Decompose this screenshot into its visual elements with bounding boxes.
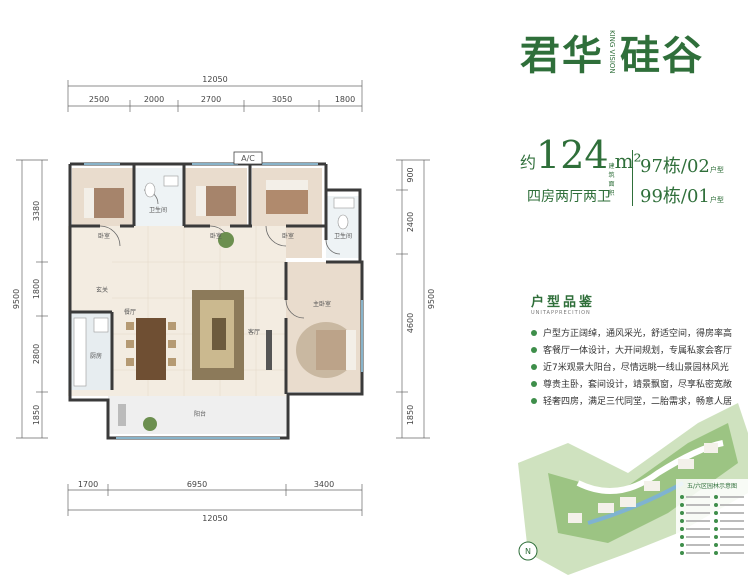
bullet-dot-icon <box>531 397 537 404</box>
unit-layout: 四房两厅两卫 <box>527 189 611 205</box>
area-value: 124 <box>536 133 609 177</box>
right-dimensions <box>396 159 430 439</box>
map-legend-title: 五/六区园林示意图 <box>687 482 737 490</box>
right-dim-3: 4600 <box>406 313 415 333</box>
area-prefix: 约 <box>520 153 537 172</box>
logo-left-text: 君华 <box>520 32 604 79</box>
logo-sub-text: KING VISION <box>608 30 616 74</box>
left-dim-1: 3380 <box>32 201 41 221</box>
left-total-dim: 9500 <box>12 289 21 309</box>
top-dim-4: 3050 <box>272 95 292 104</box>
top-dimensions <box>67 80 363 112</box>
feature-text: 近7米观景大阳台，尽情远眺一线山景园林风光 <box>543 363 729 373</box>
bottom-dim-3: 3400 <box>314 480 334 489</box>
top-dim-5: 1800 <box>335 95 355 104</box>
room-bath-2: 卫生间 <box>334 232 352 240</box>
room-balcony: 阳台 <box>194 410 206 418</box>
left-dim-4: 1850 <box>32 405 41 425</box>
feature-item: 客餐厅一体设计，大开间规划，专属私家会客厅 <box>531 341 732 358</box>
feature-item: 尊贵主卧，套间设计，靖景飘窗，尽享私密宽敞 <box>531 375 732 392</box>
room-master: 主卧室 <box>313 300 331 308</box>
site-map: N 五/六区园林示意图 <box>518 403 748 575</box>
bottom-dim-1: 1700 <box>78 480 98 489</box>
features-list: 户型方正阔绰，通风采光，舒适空间，得房率高 客餐厅一体设计，大开间规划，专属私家… <box>531 324 732 409</box>
room-kitchen: 厨房 <box>90 352 102 360</box>
top-dim-2: 2000 <box>144 95 164 104</box>
ac-label: A/C <box>241 154 255 163</box>
room-entry: 玄关 <box>96 286 108 294</box>
left-dim-3: 2800 <box>32 344 41 364</box>
top-dim-3: 2700 <box>201 95 221 104</box>
room-bedroom-3: 卧室 <box>282 232 294 240</box>
right-dim-1: 900 <box>406 167 415 182</box>
right-total-dim: 9500 <box>427 289 436 309</box>
feature-text: 户型方正阔绰，通风采光，舒适空间，得房率高 <box>543 329 733 339</box>
fixtures <box>73 175 355 387</box>
bottom-dimensions <box>67 484 363 516</box>
left-dim-2: 1800 <box>32 279 41 299</box>
room-bedroom-1: 卧室 <box>98 232 110 240</box>
bullet-dot-icon <box>531 346 537 353</box>
area-note: 建筑面积 <box>608 163 615 197</box>
features-subtitle: UNITAPPRECITION <box>531 310 591 316</box>
top-dim-1: 2500 <box>89 95 109 104</box>
compass-label: N <box>525 547 531 556</box>
beds <box>84 180 356 378</box>
feature-text: 轻奢四房，满足三代同堂，二胎需求，畅意人居 <box>543 397 733 407</box>
room-bath-1: 卫生间 <box>149 206 167 214</box>
unit-area: 约 124 建筑面积 m² <box>520 133 642 197</box>
feature-item: 近7米观景大阳台，尽情远眺一线山景园林风光 <box>531 358 732 375</box>
bullet-dot-icon <box>531 363 537 370</box>
logo-right-text: 硅谷 <box>620 32 704 79</box>
right-dim-4: 1850 <box>406 405 415 425</box>
room-dining: 餐厅 <box>124 308 136 316</box>
divider-line <box>632 150 633 206</box>
area-unit: m² <box>614 149 642 173</box>
feature-text: 客餐厅一体设计，大开间规划，专属私家会客厅 <box>543 346 733 356</box>
feature-item: 轻奢四房，满足三代同堂，二胎需求，畅意人居 <box>531 392 732 409</box>
left-dimensions <box>16 159 48 439</box>
feature-item: 户型方正阔绰，通风采光，舒适空间，得房率高 <box>531 324 732 341</box>
bullet-dot-icon <box>531 380 537 387</box>
floor-plan: 12050 2500 2000 2700 3050 1800 1700 6950… <box>12 75 436 523</box>
building-a-text: 97栋/02 <box>640 156 710 177</box>
right-dim-2: 2400 <box>406 212 415 232</box>
building-b-text: 99栋/01 <box>640 186 710 207</box>
room-bedroom-2: 卧室 <box>210 232 222 240</box>
building-b-suffix: 户型 <box>709 196 724 204</box>
ac-box <box>233 151 263 165</box>
top-total-dim: 12050 <box>202 75 227 84</box>
building-a-suffix: 户型 <box>709 166 724 174</box>
brand-logo: 君华 KING VISION 硅谷 <box>520 28 704 79</box>
windows <box>84 163 363 439</box>
bullet-dot-icon <box>531 329 537 336</box>
building-a: 97栋/02户型 <box>640 152 724 178</box>
feature-text: 尊贵主卧，套间设计，靖景飘窗，尽享私密宽敞 <box>543 380 733 390</box>
building-b: 99栋/01户型 <box>640 182 724 208</box>
features-title: 户型品鉴 <box>531 295 596 310</box>
bottom-total-dim: 12050 <box>202 514 227 523</box>
room-living: 客厅 <box>248 328 260 336</box>
compass-icon <box>518 541 538 561</box>
furniture <box>118 232 272 431</box>
bottom-dim-2: 6950 <box>187 480 207 489</box>
